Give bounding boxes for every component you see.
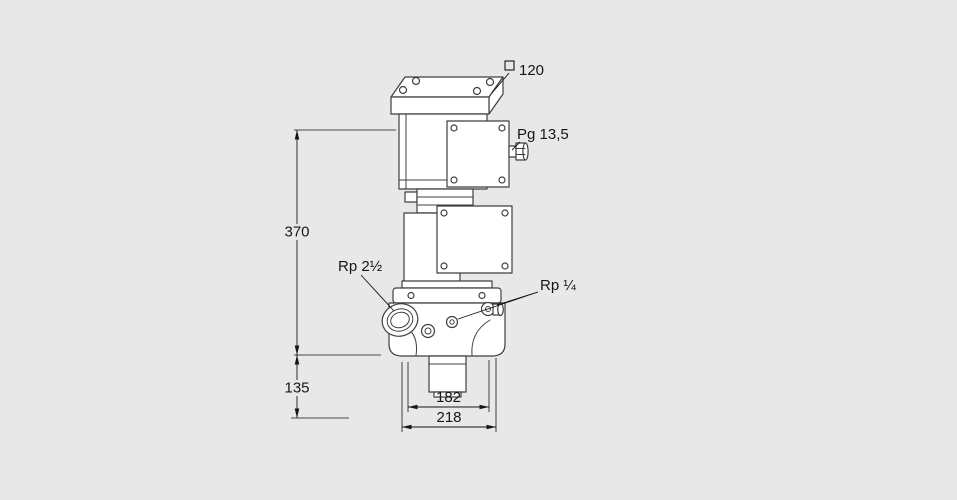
screw-head xyxy=(411,76,421,86)
arrowhead-icon xyxy=(294,355,300,365)
screw-head xyxy=(501,209,509,217)
screw-head xyxy=(440,262,448,270)
front-hex-fitting xyxy=(420,323,436,339)
screw-head xyxy=(450,124,458,132)
actuator-lid xyxy=(390,76,504,115)
port-outer-thread xyxy=(381,303,419,337)
valve-body xyxy=(381,301,506,357)
screw-head xyxy=(398,85,408,95)
terminal-box-body xyxy=(446,120,510,188)
leader-line xyxy=(457,291,539,320)
port-mid-thread xyxy=(386,308,414,332)
label-pg-13-5: Pg 13,5 xyxy=(511,126,569,151)
valve-neck-collar xyxy=(401,280,493,289)
dimension-text-135: 135 xyxy=(284,380,309,397)
dimension-text-mask xyxy=(282,380,312,396)
dimension-218: 218 xyxy=(401,358,497,432)
arrowhead-icon xyxy=(486,424,496,430)
label-text-120: 120 xyxy=(519,62,544,79)
coupling-lug xyxy=(404,191,418,203)
lower-terminal-box xyxy=(436,205,513,274)
valve-actuator-drawing xyxy=(381,76,529,398)
lid-front-face xyxy=(390,96,490,115)
screw-head xyxy=(498,124,506,132)
dimension-370: 370 xyxy=(282,129,396,356)
label-text-tap: Rp ¼ xyxy=(540,277,576,294)
dimension-182: 182 xyxy=(407,360,490,412)
inlet-port xyxy=(381,303,419,337)
arrowhead-icon xyxy=(479,404,489,410)
dimension-text-218: 218 xyxy=(436,409,461,426)
flange-bolt xyxy=(407,291,415,300)
upper-terminal-box xyxy=(446,120,529,188)
dimension-text-mask xyxy=(282,224,312,240)
square-symbol-icon xyxy=(504,60,515,71)
label-rp-2-half: Rp 2½ xyxy=(338,258,395,312)
screw-head xyxy=(440,209,448,217)
arrowhead-icon xyxy=(402,424,412,430)
dimension-text-182: 182 xyxy=(436,389,461,406)
flange-bolt xyxy=(478,291,486,300)
dimension-135: 135 xyxy=(282,355,349,419)
cable-gland xyxy=(508,142,529,161)
screw-head xyxy=(501,262,509,270)
gland-end xyxy=(522,142,529,161)
label-text-cable-gland: Pg 13,5 xyxy=(517,126,569,143)
leader-line xyxy=(491,72,510,94)
tap-boss xyxy=(445,315,459,329)
screw-head xyxy=(450,176,458,184)
leader-line xyxy=(360,274,395,312)
tap-bore xyxy=(485,306,491,312)
arrowhead-icon xyxy=(294,130,300,140)
arrowhead-icon xyxy=(294,345,300,355)
screw-head xyxy=(485,77,495,87)
tap-bore xyxy=(449,319,455,325)
hex-fitting-inner xyxy=(424,327,432,335)
spindle-body xyxy=(428,355,467,393)
screw-head xyxy=(472,86,482,96)
label-rp-quarter: Rp ¼ xyxy=(457,277,576,320)
leader-line xyxy=(511,141,521,151)
valve-top-flange xyxy=(392,287,502,304)
dimension-text-370: 370 xyxy=(284,224,309,241)
arrowhead-icon xyxy=(408,404,418,410)
screw-head xyxy=(498,176,506,184)
hex-fitting-outer xyxy=(420,323,436,339)
body-contour-line xyxy=(471,319,491,357)
lid-top-face xyxy=(390,76,504,98)
spindle-tip xyxy=(433,391,462,398)
label-text-inlet: Rp 2½ xyxy=(338,258,383,275)
port-bore xyxy=(390,311,410,329)
arrowhead-icon xyxy=(294,408,300,418)
valve-spindle xyxy=(428,355,467,398)
tap-port-front xyxy=(445,315,459,329)
terminal-box-body xyxy=(436,205,513,274)
label-square-120: 120 xyxy=(491,60,544,94)
